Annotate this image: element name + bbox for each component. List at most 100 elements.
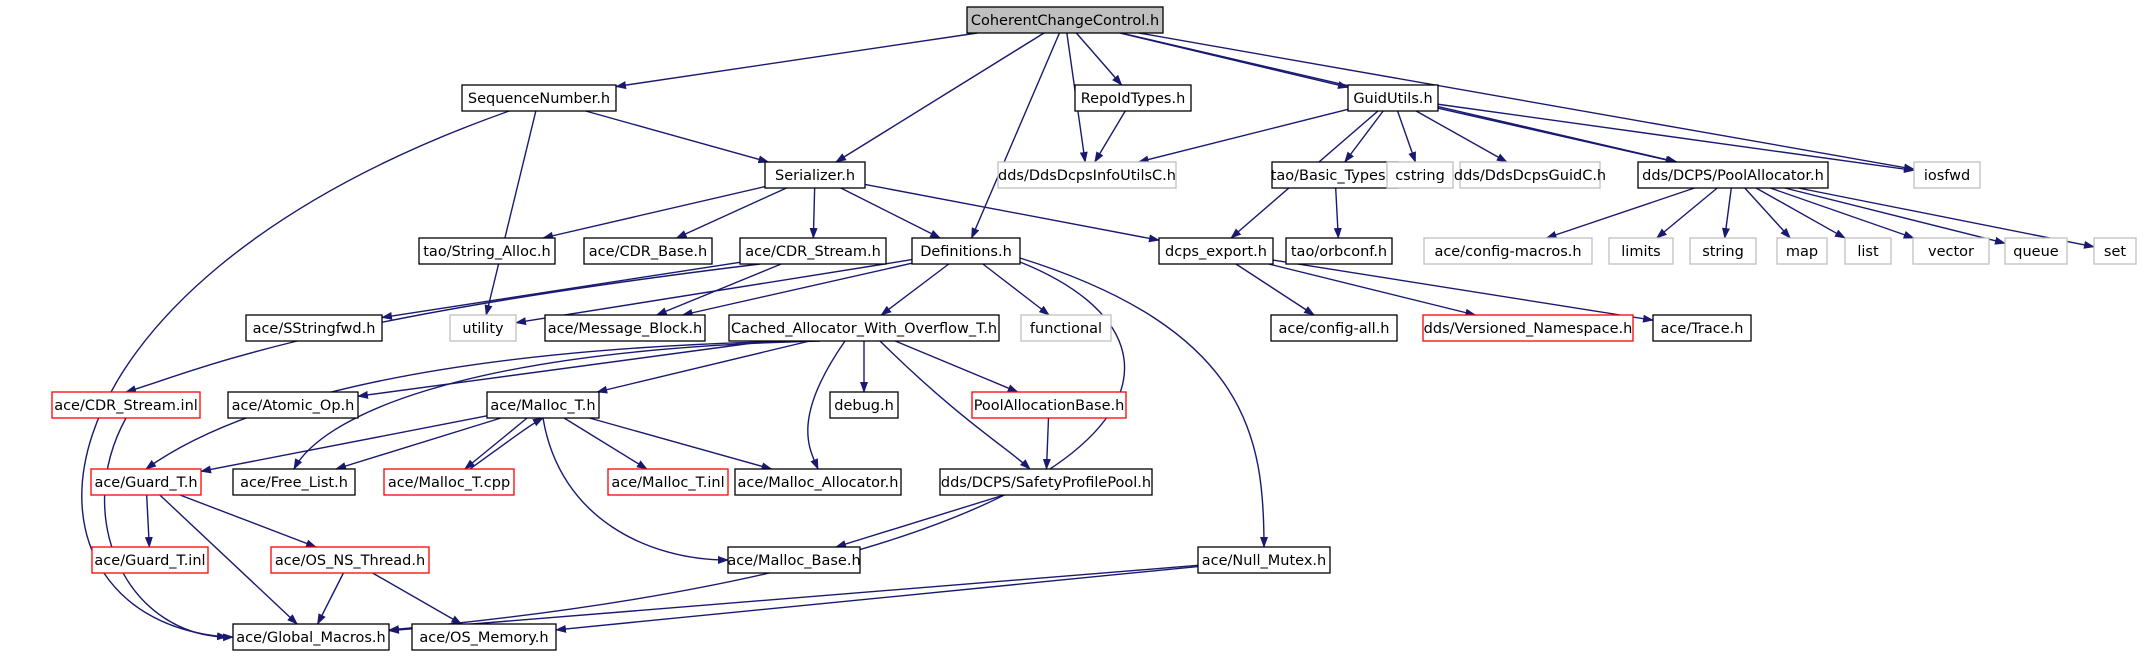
node-ace-guard-t-inl[interactable]: ace/Guard_T.inl xyxy=(91,546,209,574)
node-ace-cdr-stream-h[interactable]: ace/CDR_Stream.h xyxy=(739,237,887,265)
edge-n0-to-n1 xyxy=(615,32,978,90)
node-ace-os-ns-thread-h[interactable]: ace/OS_NS_Thread.h xyxy=(270,546,430,574)
node-ace-config-macros-h: ace/config-macros.h xyxy=(1423,237,1593,265)
edge-n9-to-n19 xyxy=(1722,187,1732,239)
node-dds-versioned-namespace-h[interactable]: dds/Versioned_Namespace.h xyxy=(1422,314,1634,342)
node-dcps-export-h[interactable]: dcps_export.h xyxy=(1158,237,1274,265)
node-label: limits xyxy=(1621,244,1660,260)
edge-n2-to-n4 xyxy=(1094,110,1126,163)
node-queue: queue xyxy=(2004,237,2068,265)
edge-n33-to-n48 xyxy=(103,417,234,642)
node-poolallocationbase-h[interactable]: PoolAllocationBase.h xyxy=(971,391,1127,419)
node-serializer-h[interactable]: Serializer.h xyxy=(764,161,866,189)
node-repoidtypes-h[interactable]: RepoIdTypes.h xyxy=(1074,84,1192,112)
node-tao-basic-types-h[interactable]: tao/Basic_Types.h xyxy=(1271,161,1400,189)
edge-n5-to-n12 xyxy=(675,187,787,239)
edge-n5-to-n14 xyxy=(840,187,942,239)
node-guidutils-h[interactable]: GuidUtils.h xyxy=(1347,84,1439,112)
node-definitions-h[interactable]: Definitions.h xyxy=(911,237,1021,265)
node-ace-sstringfwd-h[interactable]: ace/SStringfwd.h xyxy=(245,314,383,342)
node-ace-malloc-t-h[interactable]: ace/Malloc_T.h xyxy=(486,391,600,419)
node-label: ace/CDR_Stream.h xyxy=(745,244,881,260)
node-box xyxy=(971,391,1127,419)
node-ace-null-mutex-h[interactable]: ace/Null_Mutex.h xyxy=(1197,546,1331,574)
node-ace-free-list-h[interactable]: ace/Free_List.h xyxy=(232,468,356,496)
node-box xyxy=(418,237,556,265)
node-label: ace/Null_Mutex.h xyxy=(1202,553,1326,569)
node-label: vector xyxy=(1928,244,1974,260)
node-label: ace/Malloc_T.h xyxy=(490,398,595,414)
node-box xyxy=(583,237,713,265)
node-box xyxy=(1270,314,1398,342)
node-ace-cdr-base-h[interactable]: ace/CDR_Base.h xyxy=(583,237,713,265)
edge-n35-to-n46 xyxy=(542,417,729,564)
node-label: dds/Versioned_Namespace.h xyxy=(1424,321,1633,337)
node-label: tao/Basic_Types.h xyxy=(1271,168,1400,184)
node-box xyxy=(1423,237,1593,265)
node-label: dds/DdsDcpsInfoUtilsC.h xyxy=(998,168,1176,184)
node-debug-h[interactable]: debug.h xyxy=(829,391,899,419)
node-box xyxy=(461,84,617,112)
node-sequencenumber-h[interactable]: SequenceNumber.h xyxy=(461,84,617,112)
node-cached-allocator-with-overflow-t-h[interactable]: Cached_Allocator_With_Overflow_T.h xyxy=(728,314,1000,342)
node-ace-guard-t-h[interactable]: ace/Guard_T.h xyxy=(90,468,202,496)
node-list: list xyxy=(1844,237,1892,265)
node-box xyxy=(383,468,515,496)
edge-n47-to-n48 xyxy=(388,564,1199,634)
node-dds-dcps-poolallocator-h[interactable]: dds/DCPS/PoolAllocator.h xyxy=(1637,161,1829,189)
edge-n43-to-n46 xyxy=(835,494,1005,548)
edge-n9-to-n20 xyxy=(1744,187,1791,239)
node-ace-malloc-allocator-h[interactable]: ace/Malloc_Allocator.h xyxy=(734,468,902,496)
node-label: dds/DCPS/PoolAllocator.h xyxy=(1642,168,1824,184)
node-label: ace/Malloc_Base.h xyxy=(727,553,860,569)
node-ace-atomic-op-h[interactable]: ace/Atomic_Op.h xyxy=(227,391,359,419)
node-ace-malloc-t-cpp[interactable]: ace/Malloc_T.cpp xyxy=(383,468,515,496)
node-ace-malloc-t-inl[interactable]: ace/Malloc_T.inl xyxy=(607,468,729,496)
edge-n15-to-n30 xyxy=(1235,263,1315,316)
node-box xyxy=(1637,161,1829,189)
edge-n28-to-n35 xyxy=(596,340,810,394)
node-ace-cdr-stream-inl[interactable]: ace/CDR_Stream.inl xyxy=(51,391,201,419)
node-ace-malloc-base-h[interactable]: ace/Malloc_Base.h xyxy=(727,546,861,574)
node-label: ace/Trace.h xyxy=(1661,321,1744,337)
edge-n9-to-n22 xyxy=(1770,187,1915,239)
node-box xyxy=(727,546,861,574)
edge-n15-to-n32 xyxy=(1272,259,1654,323)
edge-n5-to-n13 xyxy=(809,187,818,239)
node-tao-string-alloc-h[interactable]: tao/String_Alloc.h xyxy=(418,237,556,265)
edge-n1-to-n5 xyxy=(585,110,770,164)
node-dds-dcps-safetyprofilepool-h[interactable]: dds/DCPS/SafetyProfilePool.h xyxy=(939,468,1153,496)
edge-n9-to-n17 xyxy=(1545,187,1695,239)
node-box xyxy=(607,468,729,496)
node-box xyxy=(449,314,517,342)
node-ace-os-memory-h[interactable]: ace/OS_Memory.h xyxy=(411,623,557,651)
node-box xyxy=(90,468,202,496)
node-label: ace/SStringfwd.h xyxy=(253,321,376,337)
node-string: string xyxy=(1689,237,1757,265)
node-box xyxy=(1689,237,1757,265)
node-label: ace/config-all.h xyxy=(1278,321,1389,337)
node-tao-orbconf-h[interactable]: tao/orbconf.h xyxy=(1285,237,1393,265)
edge-n0-to-n2 xyxy=(1075,32,1123,86)
node-label: string xyxy=(1702,244,1744,260)
edge-n35-to-n40 xyxy=(464,417,528,470)
edge-n3-to-n7 xyxy=(1396,110,1417,163)
edge-n28-to-n43 xyxy=(879,340,1031,470)
node-label: set xyxy=(2104,244,2126,260)
node-box xyxy=(1197,546,1331,574)
edge-n35-to-n39 xyxy=(335,417,502,470)
node-limits: limits xyxy=(1608,237,1674,265)
node-ace-config-all-h[interactable]: ace/config-all.h xyxy=(1270,314,1398,342)
node-label: dcps_export.h xyxy=(1165,244,1267,260)
edge-n28-to-n42 xyxy=(807,340,846,470)
node-box xyxy=(1652,314,1752,342)
node-coherentchangecontrol-h[interactable]: CoherentChangeControl.h xyxy=(966,6,1164,34)
node-label: GuidUtils.h xyxy=(1353,91,1432,107)
node-box xyxy=(1844,237,1892,265)
node-ace-trace-h[interactable]: ace/Trace.h xyxy=(1652,314,1752,342)
node-label: cstring xyxy=(1395,168,1445,184)
edge-n3-to-n4 xyxy=(1137,108,1349,164)
node-ace-message-block-h[interactable]: ace/Message_Block.h xyxy=(544,314,706,342)
node-ace-global-macros-h[interactable]: ace/Global_Macros.h xyxy=(232,623,390,651)
node-box xyxy=(1271,161,1399,189)
